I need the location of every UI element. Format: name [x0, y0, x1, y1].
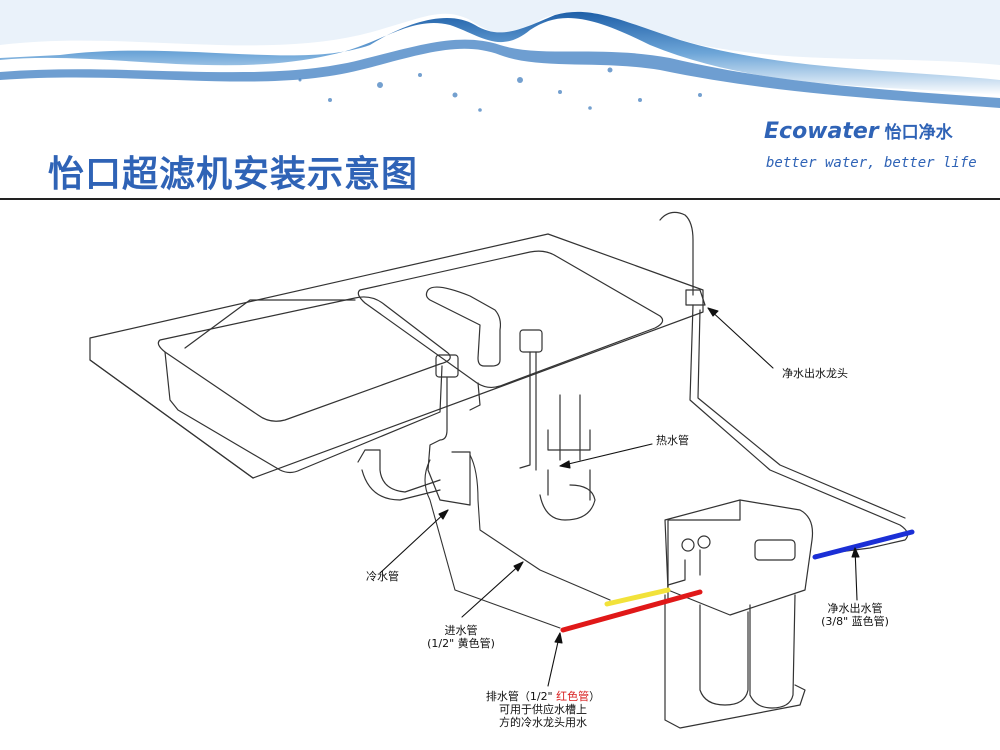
brand-slogan: better water, better life — [766, 155, 977, 171]
page-title: 怡口超滤机安装示意图 — [48, 154, 419, 195]
installation-diagram — [89, 211, 915, 729]
drain-label-line1: 排水管（1/2" 红色管） — [468, 690, 618, 703]
drain-label-part2: ） — [589, 690, 601, 703]
outlet-pipe-blue — [812, 529, 915, 560]
faucet-leader-arrow — [707, 307, 774, 369]
purified-faucet — [659, 211, 706, 306]
hot-pipe-label: 热水管 — [656, 434, 689, 447]
cold-supply-pipe — [427, 377, 471, 506]
drain-label-line2: 可用于供应水槽上 — [499, 703, 587, 716]
drain-label-line3: 方的冷水龙头用水 — [499, 716, 587, 729]
cold-pipe-leader-arrow — [379, 509, 449, 574]
filter-inlet-fitting — [681, 538, 695, 552]
inlet-label: 进水管 (1/2" 黄色管) — [416, 624, 506, 650]
inlet-leader-arrow — [461, 561, 524, 618]
countertop-front-edge — [89, 359, 254, 479]
inlet-hose — [424, 459, 561, 629]
faucet-label: 净水出水龙头 — [782, 367, 848, 380]
hot-supply-pipe — [519, 351, 537, 471]
inlet-pipe-yellow — [604, 587, 671, 607]
countertop-outline — [89, 233, 704, 479]
filter-base — [664, 594, 806, 729]
brand-name-cn: 怡口净水 — [884, 123, 953, 143]
water-splash-banner — [0, 0, 1000, 125]
drain-pipe-red — [560, 589, 703, 633]
filter-cartridge-left — [699, 604, 749, 706]
left-basin — [157, 296, 451, 422]
inlet-label-line1: 进水管 — [444, 624, 478, 637]
hot-valve-knob — [519, 329, 543, 353]
outlet-line — [689, 304, 909, 556]
filter-unit-head — [664, 499, 814, 616]
inlet-label-line2: (1/2" 黄色管) — [427, 637, 495, 650]
drain-label-part1: 排水管（1/2" — [485, 690, 557, 703]
drain-label: 排水管（1/2" 红色管） 可用于供应水槽上 方的冷水龙头用水 — [468, 690, 618, 729]
drain-pipe-right — [547, 394, 591, 461]
header-divider — [0, 198, 1000, 200]
outlet-label-line1: 净水出水管 — [827, 602, 883, 615]
hot-pipe-leader-arrow — [559, 443, 653, 467]
drain-pipe-left — [357, 449, 441, 493]
cold-valve-knob — [435, 354, 459, 378]
main-faucet — [425, 286, 502, 367]
p-trap — [539, 484, 596, 521]
filter-head-panel — [754, 539, 796, 561]
cold-pipe-label: 冷水管 — [366, 570, 399, 583]
brand-name: Ecowater — [764, 119, 879, 144]
outlet-label: 净水出水管 (3/8" 蓝色管) — [810, 602, 900, 628]
outlet-label-line2: (3/8" 蓝色管) — [821, 615, 889, 628]
right-basin — [357, 250, 664, 389]
drain-label-red-word: 红色管 — [556, 690, 590, 703]
filter-cartridge-right — [749, 594, 796, 709]
